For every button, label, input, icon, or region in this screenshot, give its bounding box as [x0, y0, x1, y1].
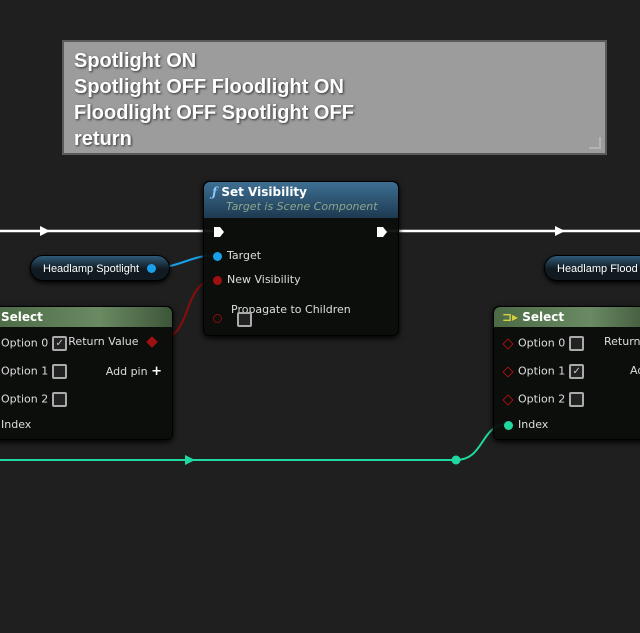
- headlamp-flood-variable[interactable]: Headlamp Flood: [544, 255, 640, 281]
- propagate-checkbox[interactable]: [237, 312, 252, 327]
- option-pin: Option 1: [1, 364, 68, 379]
- wildcard-pin-icon[interactable]: [502, 393, 514, 406]
- set-visibility-node[interactable]: ƒ Set Visibility Target is Scene Compone…: [203, 181, 399, 336]
- select-icon: ⊐▸: [502, 310, 519, 324]
- node-header: ⊐▸ Select: [494, 307, 640, 327]
- pin-label: Propagate to Children: [231, 302, 351, 316]
- variable-label: Headlamp Spotlight: [43, 263, 140, 275]
- option-checkbox[interactable]: [569, 392, 585, 407]
- node-subtitle: Target is Scene Component: [226, 200, 378, 213]
- option-pin: Option 1✓: [502, 364, 585, 379]
- comment-line: Spotlight ON: [74, 50, 197, 72]
- target-pin[interactable]: Target: [213, 249, 261, 262]
- index-pin[interactable]: Index: [504, 418, 548, 431]
- node-header: Select: [0, 307, 172, 327]
- add-pin-button[interactable]: Add pin +: [105, 364, 162, 379]
- object-pin-icon[interactable]: [147, 264, 156, 273]
- select-node-right[interactable]: ⊐▸ Select Option 0 Option 1✓ Option 2 In…: [493, 306, 640, 440]
- option-checkbox[interactable]: ✓: [569, 364, 585, 379]
- option-checkbox[interactable]: ✓: [52, 336, 68, 351]
- node-title: Select: [522, 310, 565, 324]
- option-checkbox[interactable]: [569, 336, 585, 351]
- node-title: Set Visibility: [221, 185, 307, 199]
- option-pin: Option 0: [502, 336, 585, 351]
- object-pin-icon: [213, 251, 222, 261]
- exec-arrow: [555, 226, 565, 236]
- return-value-pin[interactable]: Return V: [604, 335, 640, 348]
- exec-out-pin[interactable]: [376, 226, 388, 238]
- option-pin: Option 2: [502, 392, 585, 407]
- function-icon: ƒ: [212, 185, 218, 199]
- index-pin[interactable]: Index: [1, 418, 32, 431]
- option-pin: Option 2: [1, 392, 68, 407]
- comment-line: return: [74, 128, 132, 150]
- comment-line: Spotlight OFF Floodlight ON: [74, 76, 344, 98]
- wildcard-pin-icon[interactable]: [502, 365, 514, 378]
- reroute-knot: [451, 455, 461, 465]
- exec-arrow: [40, 226, 50, 236]
- option-checkbox[interactable]: [52, 364, 68, 379]
- add-pin-button[interactable]: Ad: [630, 364, 640, 377]
- node-header: ƒ Set Visibility Target is Scene Compone…: [204, 182, 398, 218]
- int-pin-icon: [504, 420, 513, 430]
- wildcard-pin-icon: [146, 336, 158, 348]
- node-title: Select: [1, 310, 43, 324]
- option-checkbox[interactable]: [52, 392, 68, 407]
- pin-label: Target: [227, 249, 262, 262]
- pin-label: New Visibility: [227, 273, 301, 286]
- bool-pin-icon: [213, 314, 222, 323]
- return-value-pin[interactable]: Return Value: [68, 335, 162, 348]
- wildcard-pin-icon[interactable]: [502, 337, 514, 350]
- variable-label: Headlamp Flood: [557, 263, 638, 275]
- select-node-left[interactable]: Select Option 0✓ Option 1 Option 2 Index…: [0, 306, 173, 440]
- propagate-pin[interactable]: Propagate to Children: [213, 296, 351, 323]
- headlamp-spotlight-variable[interactable]: Headlamp Spotlight: [30, 255, 170, 281]
- new-visibility-pin[interactable]: New Visibility: [213, 273, 301, 286]
- int-arrow: [185, 455, 195, 465]
- exec-in-pin[interactable]: [213, 226, 225, 238]
- comment-line: Floodlight OFF Spotlight OFF: [74, 102, 354, 124]
- comment-box[interactable]: Spotlight ON Spotlight OFF Floodlight ON…: [62, 40, 607, 155]
- resize-grip[interactable]: [589, 137, 601, 149]
- plus-icon: +: [151, 364, 162, 379]
- bool-pin-icon: [213, 275, 222, 285]
- option-pin: Option 0✓: [1, 336, 68, 351]
